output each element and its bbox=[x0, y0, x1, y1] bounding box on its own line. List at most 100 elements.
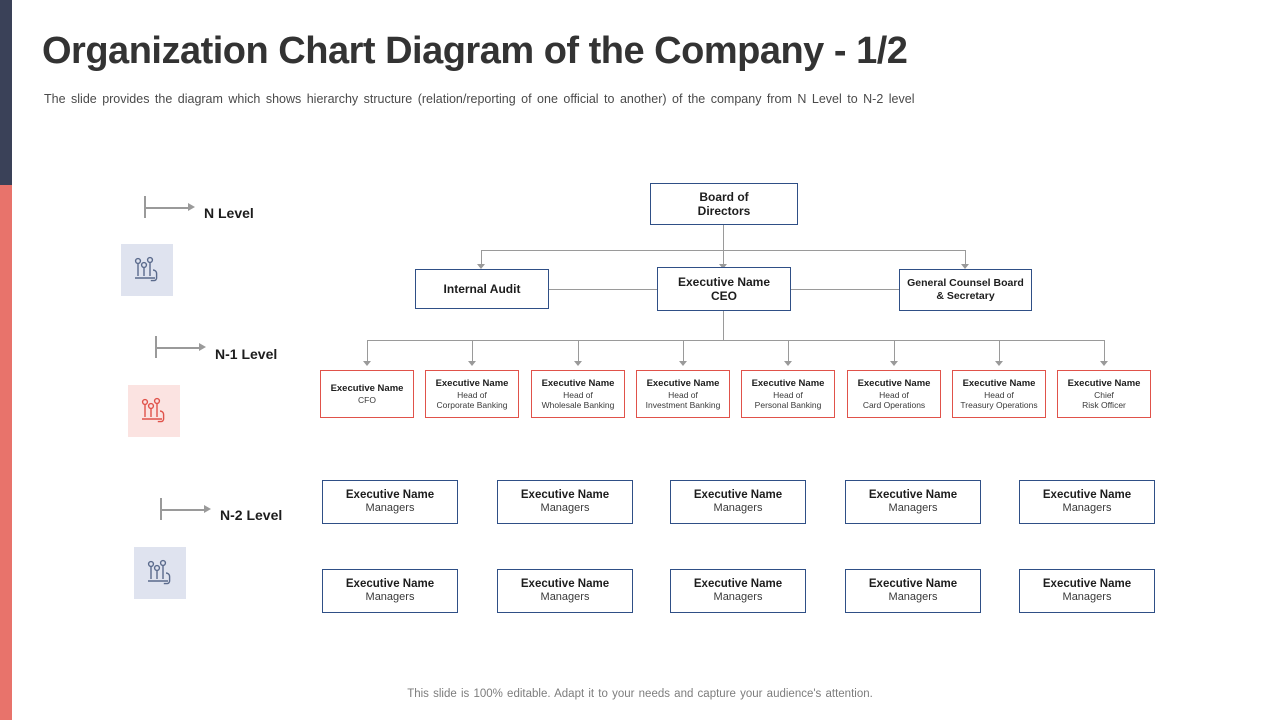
level-label-n1: N-1 Level bbox=[215, 346, 278, 362]
connector-n1-arrow-1 bbox=[363, 361, 371, 366]
sidebar-accent-dark bbox=[0, 0, 12, 185]
node-line2: Head of bbox=[457, 389, 487, 400]
node-line2: Managers bbox=[1062, 591, 1112, 604]
n-level-arrow bbox=[144, 196, 204, 218]
connector-audit-arrow bbox=[477, 264, 485, 269]
sidebar-accent-red bbox=[0, 185, 12, 720]
connector-n1-drop-3 bbox=[578, 340, 579, 362]
node-general-counsel[interactable]: General Counsel Board & Secretary bbox=[899, 269, 1032, 311]
node-line1: Executive Name bbox=[1042, 577, 1132, 590]
connector-audit-down bbox=[481, 250, 482, 265]
node-line2: Managers bbox=[713, 502, 763, 515]
node-line2: Head of bbox=[879, 389, 909, 400]
connector-n1-arrow-8 bbox=[1100, 361, 1108, 366]
node-line3: Personal Banking bbox=[754, 399, 822, 410]
node-line2: Head of bbox=[773, 389, 803, 400]
connector-board-down bbox=[723, 225, 724, 250]
node-line1: Board of bbox=[699, 189, 749, 204]
n2-level-arrow bbox=[160, 498, 220, 520]
node-line2: Head of bbox=[563, 389, 593, 400]
node-line2: Managers bbox=[540, 591, 590, 604]
node-line1: Executive Name bbox=[520, 577, 610, 590]
node-line3: Corporate Banking bbox=[436, 399, 508, 410]
node-board-of-directors[interactable]: Board of Directors bbox=[650, 183, 798, 225]
node-line2: Managers bbox=[713, 591, 763, 604]
connector-audit-ceo bbox=[548, 289, 657, 290]
people-hierarchy-icon-n bbox=[121, 244, 173, 296]
node-line1: Executive Name bbox=[330, 383, 404, 395]
connector-n1-drop-1 bbox=[367, 340, 368, 362]
node-line1: Executive Name bbox=[520, 488, 610, 501]
connector-n1-drop-5 bbox=[788, 340, 789, 362]
node-line1: Executive Name bbox=[962, 378, 1036, 390]
node-line2: CFO bbox=[358, 394, 376, 405]
node-line3: Wholesale Banking bbox=[541, 399, 615, 410]
n1-level-arrow bbox=[155, 336, 215, 358]
node-line2: Directors bbox=[697, 204, 751, 218]
connector-n1-drop-7 bbox=[999, 340, 1000, 362]
node-line2: CEO bbox=[710, 289, 737, 303]
node-line1: Executive Name bbox=[435, 378, 509, 390]
node-line3: Investment Banking bbox=[645, 399, 721, 410]
connector-ceo-down bbox=[723, 250, 724, 265]
node-line2: & Secretary bbox=[936, 290, 995, 302]
node-line1: Executive Name bbox=[693, 488, 783, 501]
node-line3: Treasury Operations bbox=[960, 399, 1038, 410]
connector-n1-arrow-2 bbox=[468, 361, 476, 366]
node-line2: Managers bbox=[540, 502, 590, 515]
node-line2: Managers bbox=[1062, 502, 1112, 515]
node-line1: Executive Name bbox=[1067, 378, 1141, 390]
node-internal-audit[interactable]: Internal Audit bbox=[415, 269, 549, 309]
page-title: Organization Chart Diagram of the Compan… bbox=[42, 30, 908, 72]
node-line2: Head of bbox=[668, 389, 698, 400]
node-line1: Executive Name bbox=[693, 577, 783, 590]
connector-n1-arrow-7 bbox=[995, 361, 1003, 366]
node-line2: Chief bbox=[1094, 389, 1114, 400]
connector-ceo-to-n1-down bbox=[723, 311, 724, 340]
connector-counsel-arrow bbox=[961, 264, 969, 269]
connector-n1-arrow-5 bbox=[784, 361, 792, 366]
node-line1: Executive Name bbox=[345, 577, 435, 590]
connector-ceo-arrow bbox=[719, 264, 727, 269]
connector-n1-bus bbox=[367, 340, 1105, 341]
connector-n1-arrow-6 bbox=[890, 361, 898, 366]
node-line3: Card Operations bbox=[862, 399, 926, 410]
node-line1: Executive Name bbox=[677, 274, 771, 289]
node-line1: Executive Name bbox=[541, 378, 615, 390]
node-line2: Managers bbox=[365, 591, 415, 604]
node-line3: Risk Officer bbox=[1082, 399, 1126, 410]
node-line1: Internal Audit bbox=[443, 281, 521, 296]
connector-counsel-down bbox=[965, 250, 966, 265]
node-ceo[interactable]: Executive Name CEO bbox=[657, 267, 791, 311]
node-line1: Executive Name bbox=[751, 378, 825, 390]
people-hierarchy-icon-n1 bbox=[128, 385, 180, 437]
node-line2: Managers bbox=[365, 502, 415, 515]
connector-n1-drop-6 bbox=[894, 340, 895, 362]
level-label-n2: N-2 Level bbox=[220, 507, 283, 523]
page-subtitle: The slide provides the diagram which sho… bbox=[44, 92, 915, 106]
node-line1: Executive Name bbox=[646, 378, 720, 390]
node-line1: Executive Name bbox=[857, 378, 931, 390]
people-hierarchy-icon-n2 bbox=[134, 547, 186, 599]
footer-note: This slide is 100% editable. Adapt it to… bbox=[407, 688, 873, 700]
connector-n1-drop-4 bbox=[683, 340, 684, 362]
node-line2: Managers bbox=[888, 502, 938, 515]
